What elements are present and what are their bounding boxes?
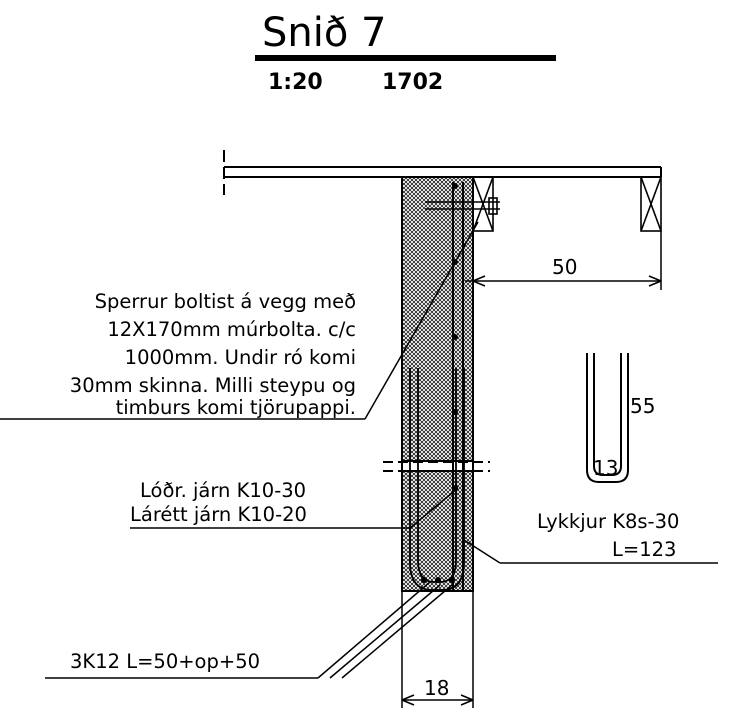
note-sperrur-line-5: timburs komi tjörupappi.	[116, 396, 356, 419]
overhang-dim-label: 50	[552, 255, 577, 279]
wall-width-dim-label: 18	[424, 676, 449, 700]
drawing-scale: 1:20	[268, 70, 323, 95]
overhang-dimension	[465, 231, 662, 290]
loop-detail	[586, 353, 629, 483]
leader-rebar	[130, 487, 459, 529]
note-sperrur-line-4: 30mm skinna. Milli steypu og	[70, 374, 356, 397]
leader-sperrur	[0, 221, 479, 420]
timber-block-wall	[472, 176, 494, 232]
note-loops-length: L=123	[612, 538, 676, 561]
drawing-number: 1702	[382, 70, 443, 95]
note-sperrur-line-3: 1000mm. Undir ró komi	[125, 346, 356, 369]
note-vertical-rebar: Lóðr. járn K10-30	[140, 479, 306, 502]
note-loops: Lykkjur K8s-30	[537, 510, 679, 533]
loop-height-dim: 55	[630, 394, 655, 418]
note-sperrur-line-2: 12X170mm múrbolta. c/c	[107, 318, 356, 341]
note-bottom-rebar: 3K12 L=50+op+50	[70, 650, 260, 673]
leader-loops	[463, 539, 718, 564]
note-sperrur-line-1: Sperrur boltist á vegg með	[95, 290, 356, 313]
concrete-wall	[401, 176, 474, 592]
vertical-rebar	[452, 182, 464, 590]
wall-width-dimension	[401, 591, 474, 708]
break-line	[383, 461, 490, 472]
drawing-title: Snið 7	[262, 10, 387, 56]
anchor-bolt	[425, 197, 500, 215]
leader-bottom-rebar	[45, 581, 453, 679]
note-horizontal-rebar: Lárétt járn K10-20	[130, 503, 307, 526]
timber-block-eave	[640, 176, 662, 232]
loop-width-dim: 13	[593, 456, 618, 480]
loop-rebar	[409, 368, 465, 591]
